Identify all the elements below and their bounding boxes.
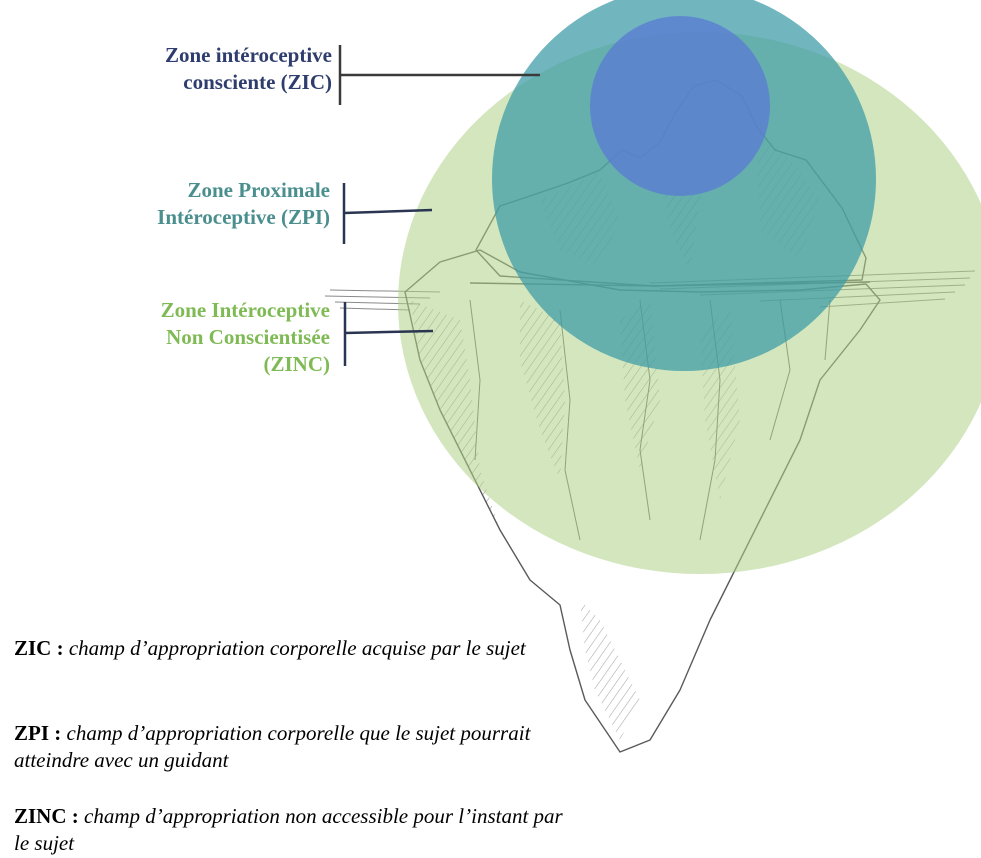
zpi-label-line2: Intéroceptive (ZPI) xyxy=(157,205,330,229)
zinc-label-line2: Non Conscientisée xyxy=(166,325,330,349)
definition-term: ZINC : xyxy=(14,804,79,828)
zinc-label-line1: Zone Intéroceptive xyxy=(160,298,330,322)
zpi-bracket xyxy=(342,183,433,244)
definition-zinc: ZINC : champ d’appropriation non accessi… xyxy=(14,803,574,857)
definition-text: champ d’appropriation corporelle que le … xyxy=(14,721,531,772)
definition-zpi: ZPI : champ d’appropriation corporelle q… xyxy=(14,720,574,774)
definition-zic: ZIC : champ d’appropriation corporelle a… xyxy=(14,635,574,662)
definition-term: ZIC : xyxy=(14,636,64,660)
definition-text: champ d’appropriation corporelle acquise… xyxy=(68,636,526,660)
zpi-label: Zone Proximale Intéroceptive (ZPI) xyxy=(157,177,330,231)
zic-label: Zone intéroceptive consciente (ZIC) xyxy=(165,42,332,96)
zic-label-line2: consciente (ZIC) xyxy=(183,70,332,94)
definition-term: ZPI : xyxy=(14,721,62,745)
underwater-hatch-4 xyxy=(580,600,640,740)
zic-circle xyxy=(590,16,770,196)
zinc-label: Zone Intéroceptive Non Conscientisée (ZI… xyxy=(161,297,330,378)
zinc-label-line3: (ZINC) xyxy=(263,352,331,376)
zpi-label-line1: Zone Proximale xyxy=(187,178,330,202)
zic-label-line1: Zone intéroceptive xyxy=(165,43,332,67)
zinc-bracket xyxy=(343,302,434,366)
definition-text: champ d’appropriation non accessible pou… xyxy=(14,804,563,855)
zic-bracket xyxy=(338,45,540,105)
